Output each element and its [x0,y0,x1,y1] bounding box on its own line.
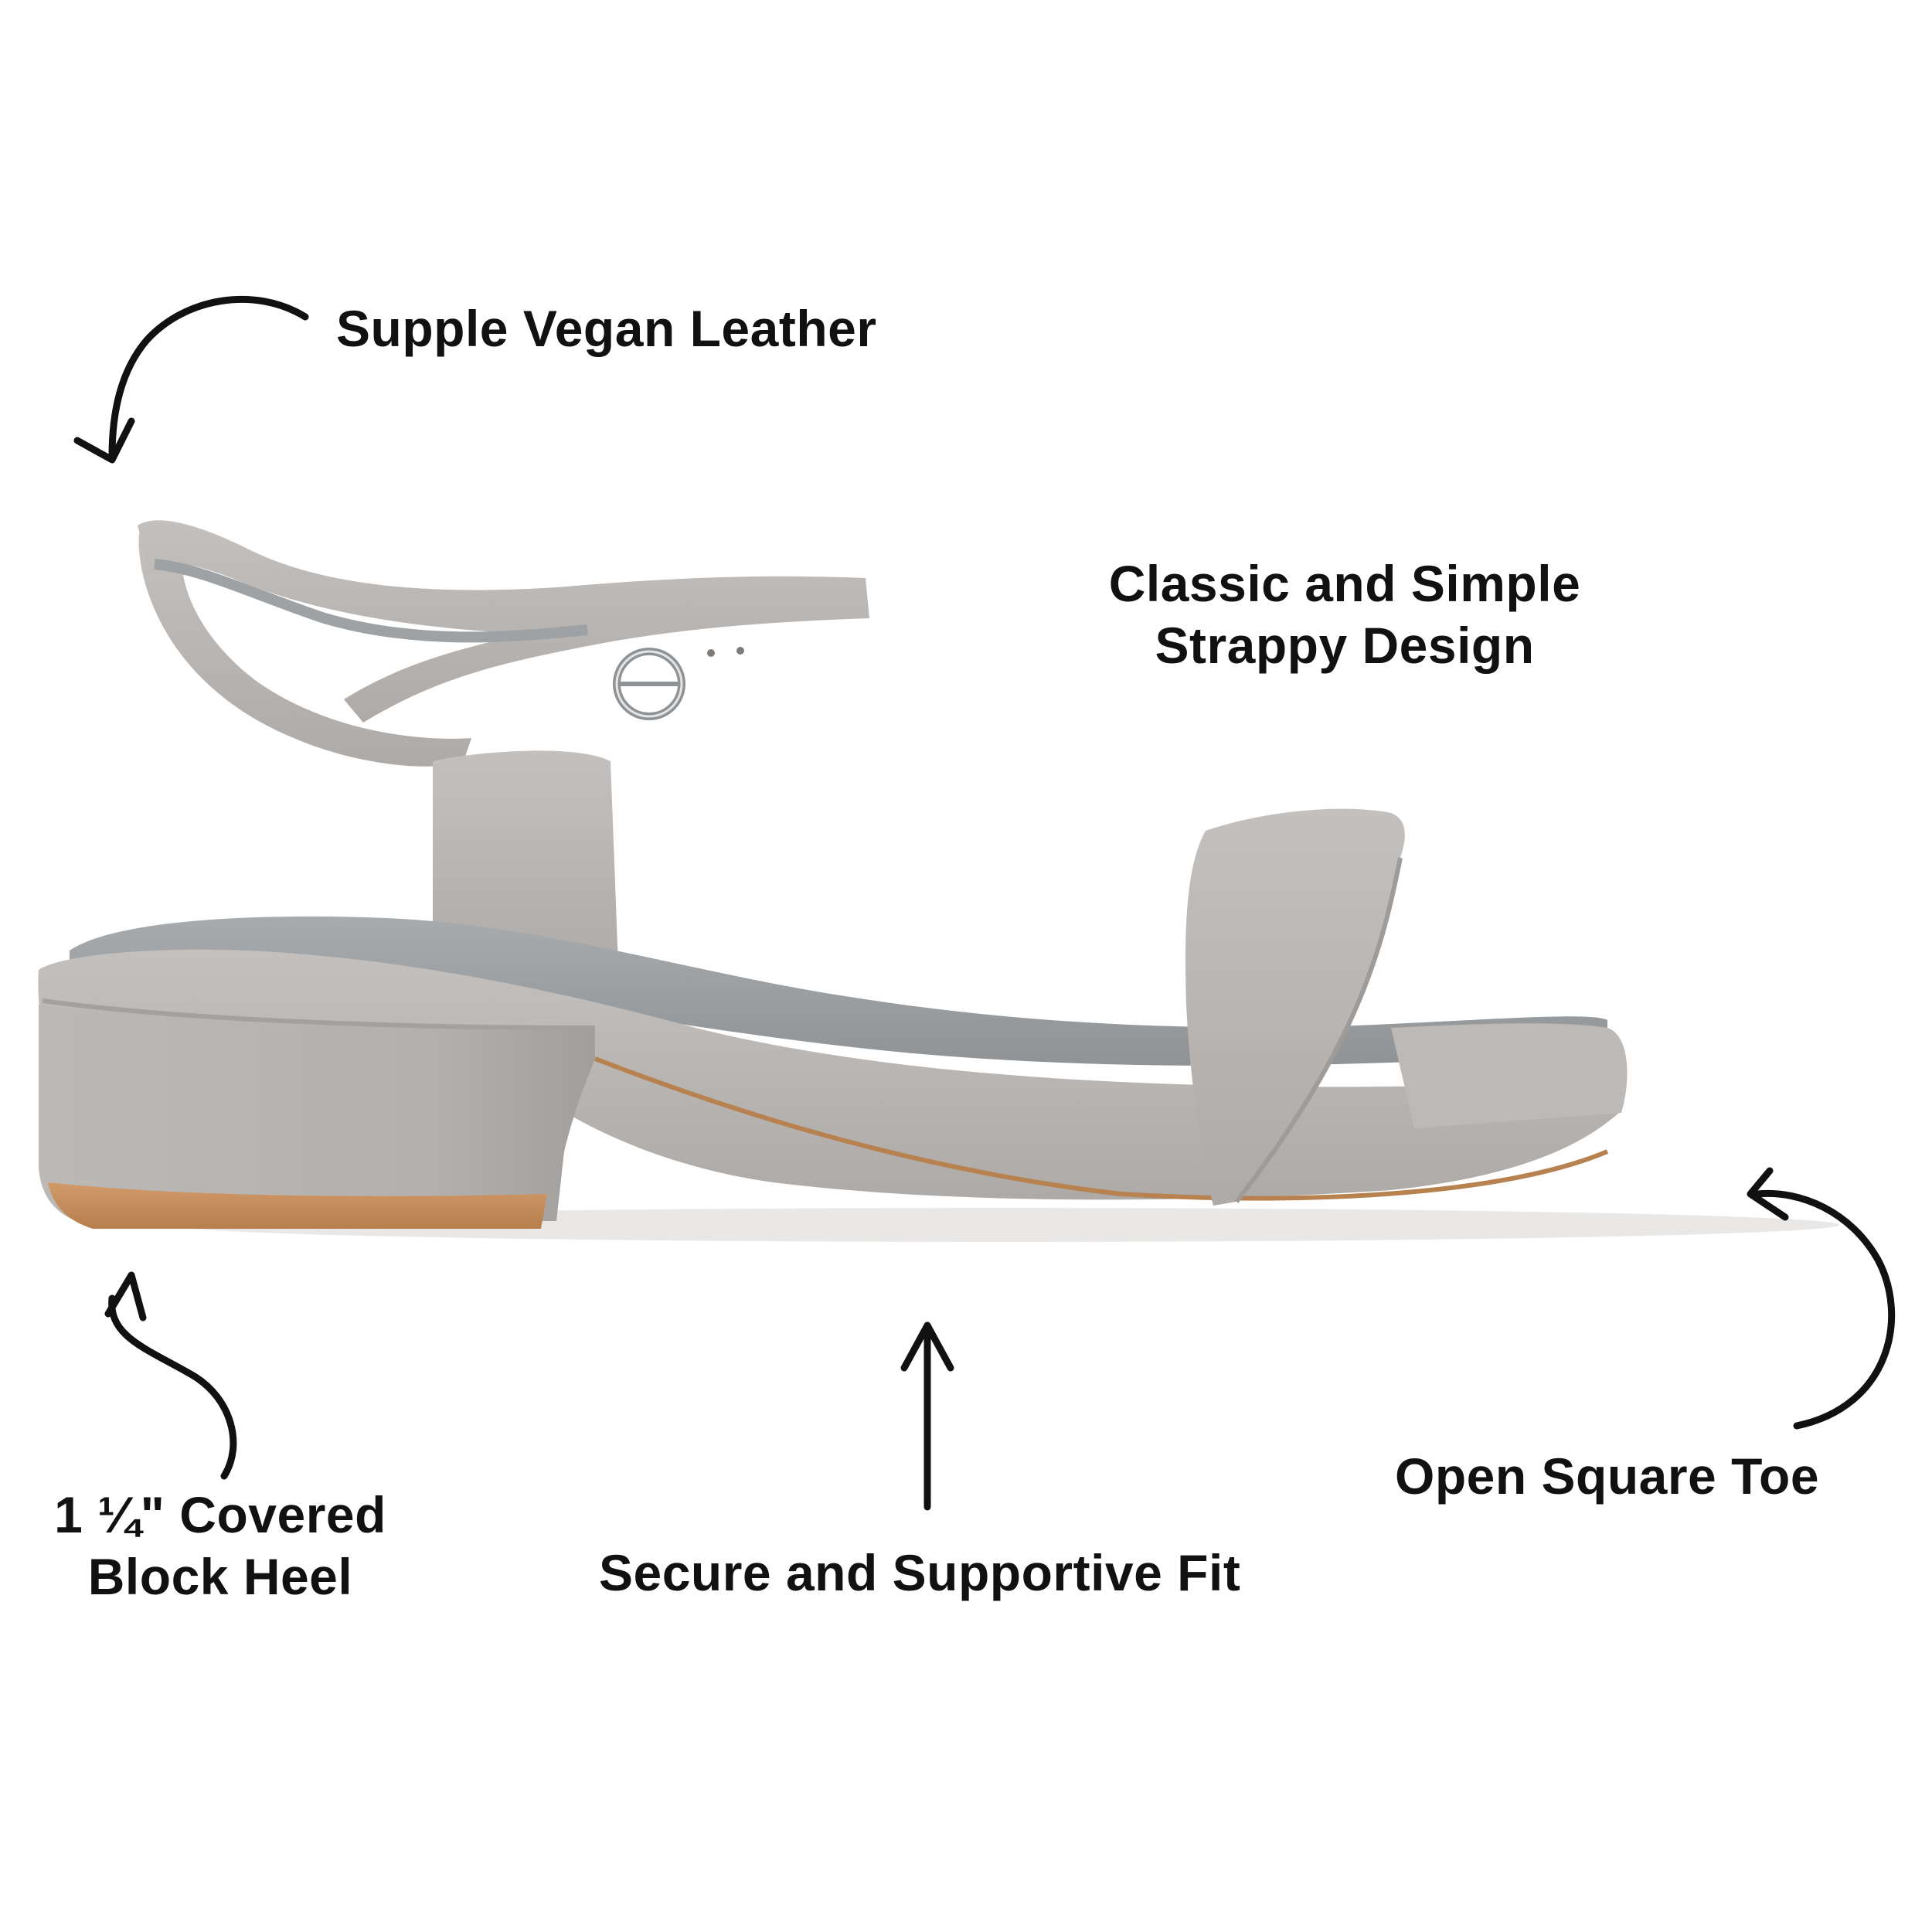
strap-hole [736,647,744,655]
arrow-square-toe-icon [1747,1167,1896,1430]
callout-heel-line1: 1 ¼" Covered [54,1486,386,1543]
outsole [594,1056,1609,1201]
heel-tread [48,1182,547,1229]
heel-counter [433,750,618,979]
shadow [170,1208,1839,1242]
ankle-strap-front [138,520,869,723]
callout-heel-line2: Block Heel [87,1548,353,1605]
arrow-fit-icon [900,1321,954,1511]
arrow-block-heel-icon [104,1271,237,1480]
heel-rim [42,998,596,1030]
block-heel [39,1005,595,1221]
callout-square-toe: Open Square Toe [1395,1447,1820,1505]
strap-lining [154,559,588,643]
callout-strappy-design: Classic and Simple Strappy Design [1105,553,1584,676]
strap-hole [707,649,715,657]
callout-block-heel: 1 ¼" Covered Block Heel [39,1484,402,1607]
callout-supportive-fit: Secure and Supportive Fit [599,1544,1241,1601]
square-toe [1391,1023,1628,1128]
callout-strappy-line1: Classic and Simple [1108,555,1581,612]
arrow-vegan-leather-icon [73,295,309,464]
toe-strap-edge [1234,857,1403,1203]
buckle-icon [613,648,685,720]
toe-strap [1185,808,1405,1206]
callout-vegan-leather: Supple Vegan Leather [336,300,877,357]
callout-strappy-line2: Strappy Design [1155,617,1535,674]
